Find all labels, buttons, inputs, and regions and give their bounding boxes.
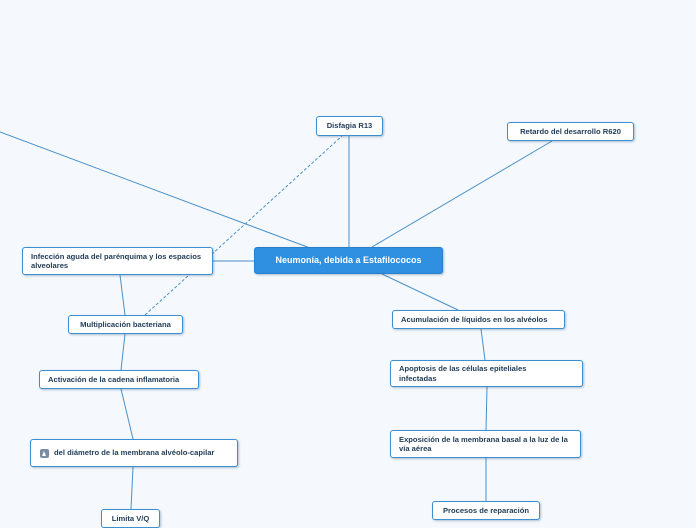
node-retardo[interactable]: Retardo del desarrollo R620 (507, 122, 634, 141)
node-procesos[interactable]: Procesos de reparación (432, 501, 540, 520)
node-retardo-label: Retardo del desarrollo R620 (520, 126, 621, 136)
node-center-label: Neumonía, debida a Estafilococos (275, 254, 422, 265)
node-multiplicacion[interactable]: Multiplicación bacteriana (68, 315, 183, 334)
link-acumulacion-apoptosis (480, 328, 486, 361)
arrow-up-icon (40, 448, 49, 458)
node-center[interactable]: Neumonía, debida a Estafilococos (254, 247, 443, 274)
link-apoptosis-exposicion (485, 386, 488, 431)
link-center-retardo (371, 140, 553, 248)
node-activacion-label: Activación de la cadena inflamatoria (48, 374, 180, 384)
node-exposicion-label: Exposición de la membrana basal a la luz… (399, 434, 568, 453)
link-offpage-center (0, 131, 311, 249)
link-activacion-diametro (120, 388, 134, 440)
node-exposicion[interactable]: Exposición de la membrana basal a la luz… (390, 430, 581, 458)
node-disfagia[interactable]: Disfagia R13 (316, 116, 383, 136)
node-activacion[interactable]: Activación de la cadena inflamatoria (39, 370, 199, 389)
node-limita-label: Limita V/Q (111, 513, 150, 523)
node-apoptosis-label: Apoptosis de las células epiteliales inf… (399, 364, 527, 383)
node-infeccion[interactable]: Infección aguda del parénquima y los esp… (22, 247, 213, 275)
link-infeccion-multiplicacion (119, 274, 126, 316)
node-disfagia-label: Disfagia R13 (326, 121, 373, 131)
node-diametro-label: del diámetro de la membrana alvéolo-capi… (54, 448, 215, 458)
node-diametro[interactable]: del diámetro de la membrana alvéolo-capi… (30, 439, 238, 467)
node-procesos-label: Procesos de reparación (442, 505, 530, 515)
link-multiplicacion-activacion (120, 333, 126, 371)
link-multiplicacion-disfagia (144, 135, 343, 316)
link-diametro-limita (130, 466, 134, 510)
link-center-acumulacion (381, 273, 459, 311)
node-acumulacion[interactable]: Acumulación de líquidos en los alvéolos (392, 310, 565, 329)
node-limita[interactable]: Limita V/Q (101, 509, 160, 528)
node-multiplicacion-label: Multiplicación bacteriana (80, 319, 171, 329)
node-apoptosis[interactable]: Apoptosis de las células epiteliales inf… (390, 360, 583, 387)
node-acumulacion-label: Acumulación de líquidos en los alvéolos (401, 314, 548, 324)
node-infeccion-label: Infección aguda del parénquima y los esp… (31, 251, 202, 270)
